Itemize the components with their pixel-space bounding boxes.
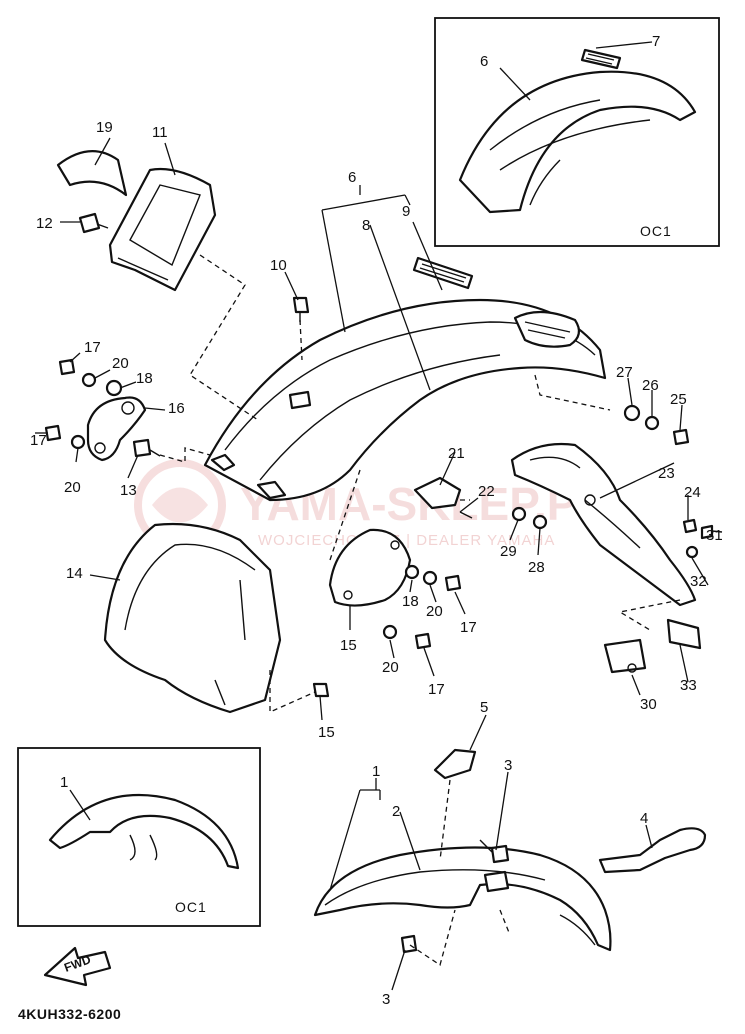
inset-label-top: OC1 [640,223,672,239]
rear-fender [203,298,607,502]
callout-numbers: 7 6 19 11 12 6 8 9 10 17 20 18 16 17 20 … [30,33,723,1008]
fasteners-center [382,564,462,650]
callout-17-c: 17 [460,619,477,636]
bracket-13 [108,167,217,292]
bracket-16 [86,396,147,462]
callout-20-b: 20 [64,479,81,496]
piece-19 [56,150,128,197]
callout-11: 14 [66,565,83,582]
callout-19: 19 [96,119,113,136]
inset-label-bottom: OC1 [175,899,207,915]
callout-25: 25 [670,391,687,408]
decal-8 [412,256,474,290]
callout-27: 27 [616,364,633,381]
callout-6-inset: 6 [480,53,488,70]
callout-18-b: 18 [402,593,419,610]
callout-15: 15 [340,637,357,654]
callout-16: 16 [168,400,185,417]
callout-14: 12 [36,215,53,232]
callout-22: 22 [478,483,495,500]
callout-2: 2 [392,803,400,820]
nuts-right [511,404,690,530]
callout-13: 11 [152,124,168,141]
callout-31: 31 [706,527,723,544]
bracket-21 [413,476,473,519]
callout-30: 30 [640,696,657,713]
callout-1-inset: 1 [60,774,68,791]
callout-4: 4 [640,810,648,827]
plate-15 [328,528,412,607]
callout-33: 33 [680,677,697,694]
front-fender [313,846,612,952]
watermark-subtitle: WOJCIECHOWICZ | DEALER YAMAHA [258,532,555,549]
inner-fender-11 [103,522,282,714]
callout-8: 9 [402,203,410,220]
callout-9: 10 [270,257,287,274]
bracket-5 [433,748,477,780]
fender-stay-23 [510,442,697,607]
callout-10: 13 [120,482,137,499]
callout-3-lower: 3 [382,991,390,1008]
callout-24: 24 [684,484,701,501]
reflector-30-33 [603,618,702,674]
bolt-12 [312,682,330,698]
callout-26: 26 [642,377,659,394]
stay-4 [598,827,707,874]
leader-lines [35,41,709,991]
callout-20-c: 20 [426,603,443,620]
callout-20-d: 20 [382,659,399,676]
callout-18-a: 18 [136,370,153,387]
fasteners-left [44,358,123,450]
callout-3-upper: 3 [504,757,512,774]
callout-6: 6 [348,169,356,186]
fasteners-far-right [682,518,723,559]
fwd-arrow-icon: FWD [43,946,112,987]
assembly-lines [159,254,681,967]
callout-1: 1 [372,763,380,780]
callout-12: 15 [318,724,335,741]
callout-29: 29 [500,543,517,560]
callout-23: 23 [658,465,675,482]
callout-17-b: 17 [30,432,47,449]
inset-rear-fender-oc1: OC1 [434,17,720,247]
bolt-3-lower [400,934,418,954]
callout-17-d: 17 [428,681,445,698]
diagram-code: 4KUH332-6200 [18,1006,121,1022]
callout-7-inset: 7 [652,33,660,50]
bolt-9 [292,296,310,322]
callout-7: 8 [362,217,370,234]
callout-28: 28 [528,559,545,576]
bolt-10 [132,438,161,458]
callout-17-a: 17 [84,339,101,356]
callout-5: 5 [480,699,488,716]
inset-front-fender-oc1: OC1 [17,747,261,927]
callout-32: 32 [690,573,707,590]
callout-21: 21 [448,445,465,462]
bolt-14 [78,212,109,234]
callout-20-a: 20 [112,355,129,372]
